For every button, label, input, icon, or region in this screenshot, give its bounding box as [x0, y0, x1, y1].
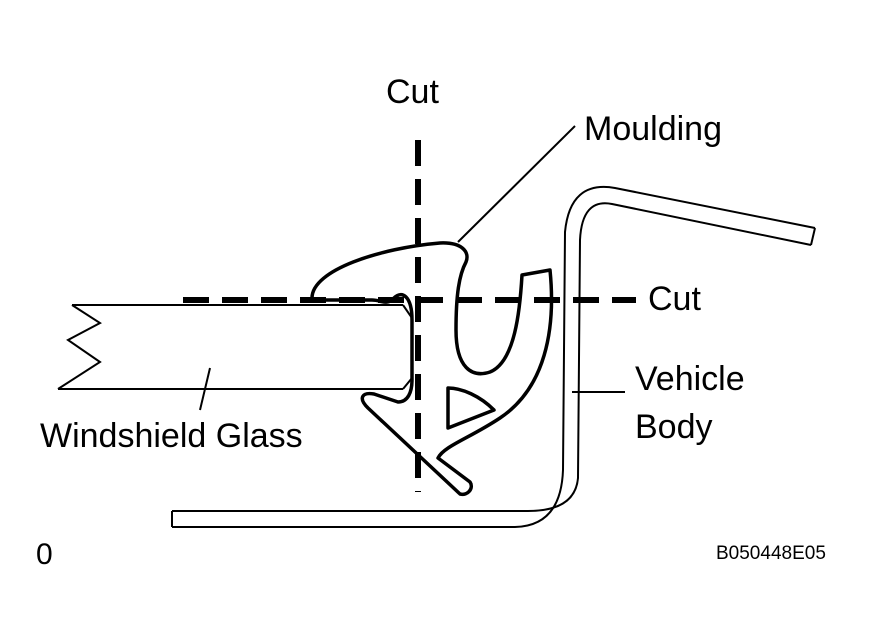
cut-horizontal-label: Cut — [648, 280, 701, 318]
moulding-outer-profile — [310, 241, 554, 497]
windshield-glass-label: Windshield Glass — [40, 417, 303, 455]
figure-code-label: B050448E05 — [716, 543, 826, 564]
vehicle-body-panel — [171, 186, 816, 528]
windshield-glass-leader-line — [199, 367, 211, 411]
moulding — [310, 241, 554, 497]
glass-break-zigzag — [57, 304, 102, 390]
moulding-inner-groove — [446, 386, 496, 430]
cut-lines — [183, 140, 636, 492]
vehicle-body-inner-edge — [172, 202, 812, 513]
cut-vertical-label: Cut — [386, 73, 439, 111]
windshield-glass — [57, 304, 413, 390]
vehicle-body-label-line2: Body — [635, 408, 713, 446]
vehicle-body-label-line1: Vehicle — [635, 360, 745, 398]
vehicle-body-top-end-cap — [810, 227, 816, 246]
corner-mark-label: 0 — [36, 538, 53, 571]
vehicle-body-outer-edge — [172, 186, 816, 528]
leader-lines — [199, 125, 625, 411]
moulding-label: Moulding — [584, 110, 722, 148]
moulding-leader-line — [457, 125, 576, 243]
